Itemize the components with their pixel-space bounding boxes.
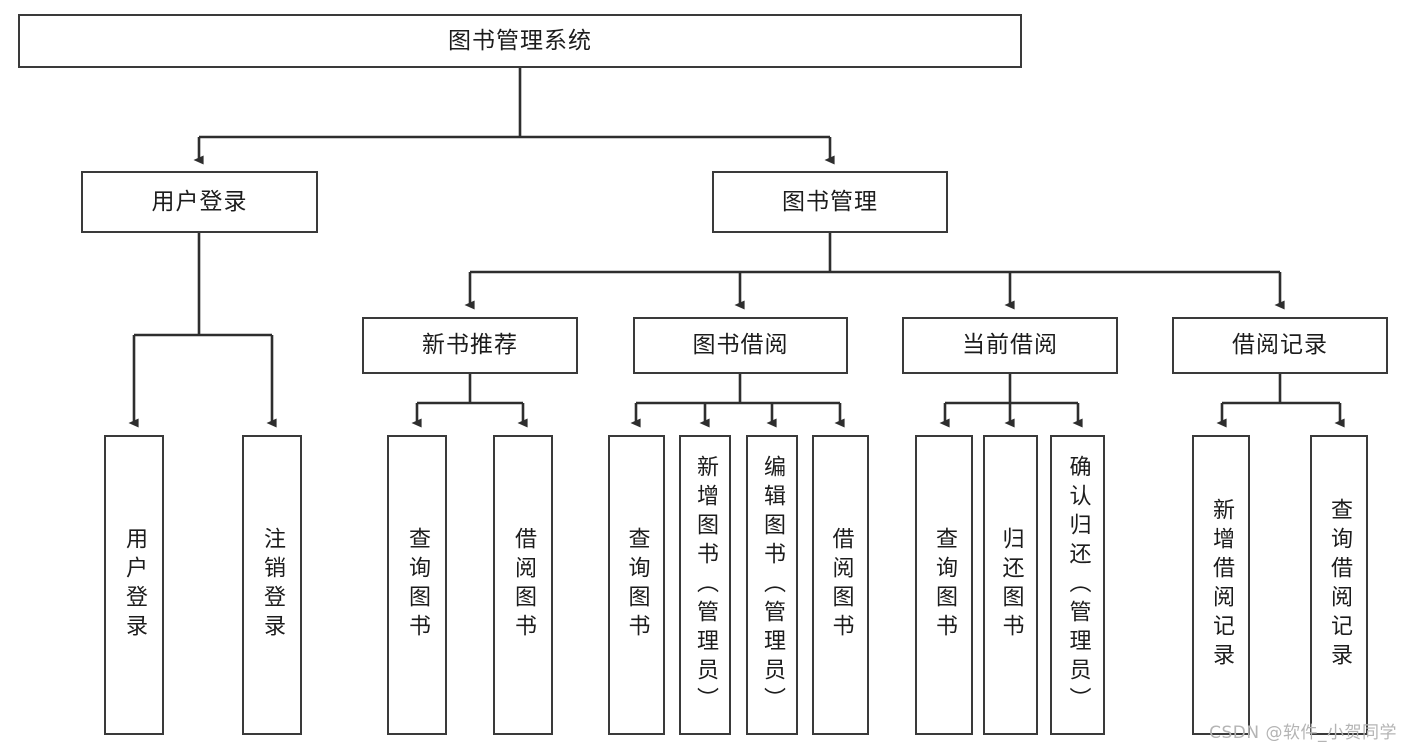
node-leaf-return-book[interactable]: 归还图书 [983,435,1038,735]
node-book-manage-label: 图书管理 [782,188,878,215]
csdn-watermark: CSDN @软件_小贺同学 [1209,723,1397,743]
node-leaf-borrow-book-1[interactable]: 借阅图书 [493,435,553,735]
node-leaf-query-book-2-label: 查询图书 [624,527,650,643]
node-leaf-return-book-label: 归还图书 [998,527,1024,643]
node-leaf-query-book-1-label: 查询图书 [405,527,430,643]
node-leaf-borrow-book-1-label: 借阅图书 [511,527,536,643]
node-leaf-add-record-label: 新增借阅记录 [1209,498,1234,672]
node-leaf-confirm-return-label: 确认归还（管理员） [1065,454,1091,716]
node-book-manage[interactable]: 图书管理 [712,171,948,233]
node-leaf-query-record-label: 查询借阅记录 [1327,498,1352,672]
node-leaf-user-login[interactable]: 用户登录 [104,435,164,735]
node-user-login-label: 用户登录 [151,188,248,215]
node-leaf-query-book-2[interactable]: 查询图书 [608,435,665,735]
node-root-label: 图书管理系统 [448,27,592,54]
node-leaf-edit-book[interactable]: 编辑图书（管理员） [746,435,798,735]
node-leaf-borrow-book-2[interactable]: 借阅图书 [812,435,869,735]
node-leaf-edit-book-label: 编辑图书（管理员） [760,454,785,716]
node-leaf-add-book[interactable]: 新增图书（管理员） [679,435,731,735]
node-new-book-recommend[interactable]: 新书推荐 [362,317,578,374]
node-current-borrow[interactable]: 当前借阅 [902,317,1118,374]
node-leaf-logout-login[interactable]: 注销登录 [242,435,302,735]
node-leaf-add-record[interactable]: 新增借阅记录 [1192,435,1250,735]
node-leaf-borrow-book-2-label: 借阅图书 [828,527,854,643]
node-book-borrow-label: 图书借阅 [692,332,789,359]
node-leaf-logout-login-label: 注销登录 [260,527,285,643]
node-leaf-confirm-return[interactable]: 确认归还（管理员） [1050,435,1105,735]
node-leaf-query-book-1[interactable]: 查询图书 [387,435,447,735]
node-root[interactable]: 图书管理系统 [18,14,1022,68]
node-user-login[interactable]: 用户登录 [81,171,318,233]
node-leaf-query-record[interactable]: 查询借阅记录 [1310,435,1368,735]
node-leaf-user-login-label: 用户登录 [122,527,147,643]
node-borrow-record[interactable]: 借阅记录 [1172,317,1388,374]
node-borrow-record-label: 借阅记录 [1232,332,1328,359]
node-leaf-query-book-3-label: 查询图书 [932,527,957,643]
node-new-book-recommend-label: 新书推荐 [422,332,518,359]
node-book-borrow[interactable]: 图书借阅 [633,317,848,374]
node-current-borrow-label: 当前借阅 [962,332,1058,359]
node-leaf-add-book-label: 新增图书（管理员） [693,454,718,716]
node-leaf-query-book-3[interactable]: 查询图书 [915,435,973,735]
